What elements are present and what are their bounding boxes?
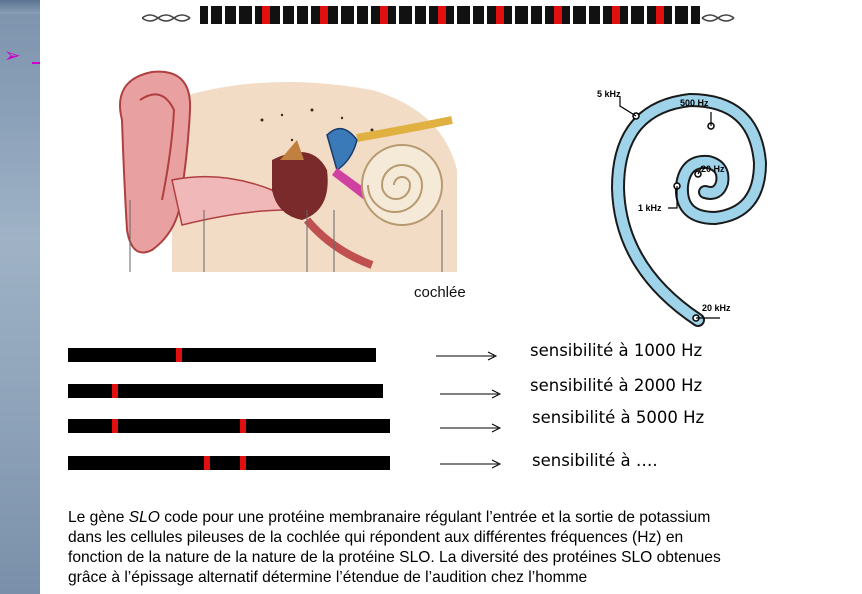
dna-strand-icon [142, 4, 742, 26]
transcript-bar [68, 456, 390, 470]
text-run: Le gène [68, 509, 129, 526]
arrow-right-icon [440, 388, 502, 400]
cochlea-frequency-spiral [590, 78, 770, 328]
paragraph-line: grâce à l’épissage alternatif détermine … [68, 568, 858, 588]
exon-marker [112, 419, 118, 433]
arrow-right-icon [440, 458, 502, 470]
sensitivity-label: sensibilité à …. [532, 451, 658, 470]
explanation-paragraph: Le gène SLO code pour une protéine membr… [68, 508, 858, 588]
arrow-right-icon [436, 350, 498, 362]
exon-marker [204, 456, 210, 470]
bullet-arrow-icon: ➢ [4, 46, 21, 66]
transcript-bar [68, 419, 390, 433]
sensitivity-label: sensibilité à 1000 Hz [530, 341, 702, 360]
paragraph-line: Le gène SLO code pour une protéine membr… [68, 508, 858, 528]
freq-label-1khz: 1 kHz [638, 203, 662, 213]
gene-name: SLO [129, 509, 160, 526]
exon-marker [112, 384, 118, 398]
text-run: code pour une protéine membranaire régul… [160, 509, 710, 526]
exon-marker [176, 348, 182, 362]
paragraph-line: dans les cellules pileuses de la cochlée… [68, 528, 858, 548]
exon-marker [240, 456, 246, 470]
ear-anatomy-illustration [112, 60, 462, 272]
cochlea-label: cochlée [414, 284, 466, 301]
sensitivity-label: sensibilité à 5000 Hz [532, 408, 704, 427]
freq-label-20khz: 20 kHz [702, 303, 731, 313]
freq-label-500hz: 500 Hz [680, 98, 709, 108]
freq-label-20hz: 20 Hz [701, 164, 725, 174]
paragraph-line: fonction de la nature de la nature de la… [68, 548, 858, 568]
sensitivity-label: sensibilité à 2000 Hz [530, 376, 702, 395]
freq-label-5khz: 5 kHz [597, 89, 621, 99]
arrow-right-icon [440, 422, 502, 434]
transcript-bar [68, 348, 376, 362]
transcript-bar [68, 384, 383, 398]
exon-marker [240, 419, 246, 433]
